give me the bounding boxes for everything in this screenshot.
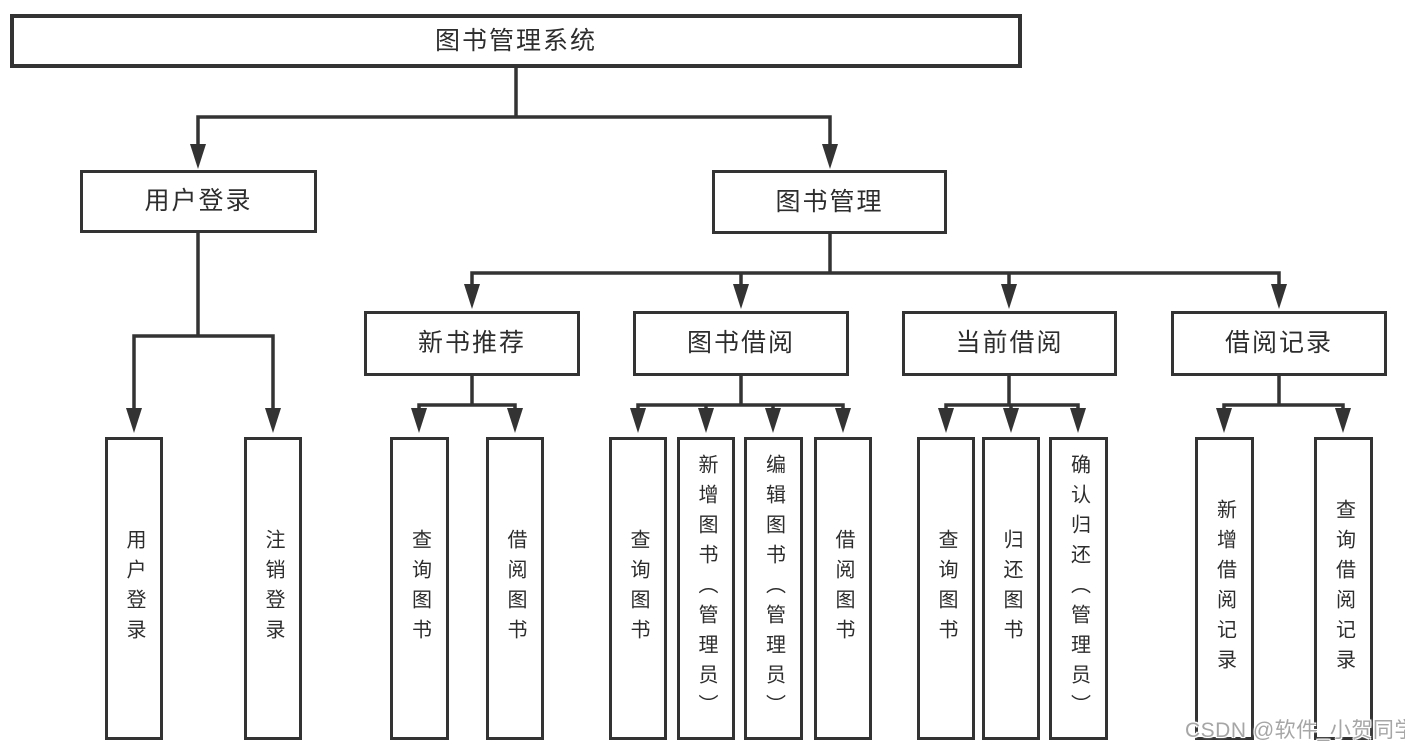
leaf-edit-book-admin-label: 编辑图书（管理员） xyxy=(762,453,785,724)
node-new-book-recommend: 新书推荐 xyxy=(364,311,580,376)
node-root-label: 图书管理系统 xyxy=(434,26,597,55)
leaf-add-borrow-record-label: 新增借阅记录 xyxy=(1213,498,1236,679)
leaf-query-books-2: 查询图书 xyxy=(609,437,667,740)
connector-user-login-children xyxy=(132,232,275,412)
node-book-borrow: 图书借阅 xyxy=(633,311,849,376)
node-borrow-records-label: 借阅记录 xyxy=(1224,329,1333,357)
connector-root-to-level2 xyxy=(196,66,832,148)
leaf-logout-login-label: 注销登录 xyxy=(262,528,284,649)
leaf-return-book: 归还图书 xyxy=(982,437,1040,740)
leaf-query-books-3-label: 查询图书 xyxy=(935,528,957,649)
leaf-confirm-return-admin-label: 确认归还（管理员） xyxy=(1067,453,1090,724)
node-current-borrow-label: 当前借阅 xyxy=(955,329,1064,357)
leaf-logout-login: 注销登录 xyxy=(244,437,302,740)
node-book-management: 图书管理 xyxy=(712,170,947,234)
leaf-query-books-2-label: 查询图书 xyxy=(627,528,649,649)
leaf-query-books-1: 查询图书 xyxy=(390,437,449,740)
leaf-add-borrow-record: 新增借阅记录 xyxy=(1195,437,1254,740)
node-current-borrow: 当前借阅 xyxy=(902,311,1117,376)
node-user-login: 用户登录 xyxy=(80,170,317,233)
leaf-borrow-books-2-label: 借阅图书 xyxy=(832,528,854,649)
connector-book-mgmt-children xyxy=(470,232,1281,288)
arrowheads xyxy=(126,144,1351,433)
leaf-edit-book-admin: 编辑图书（管理员） xyxy=(744,437,803,740)
leaf-add-book-admin-label: 新增图书（管理员） xyxy=(695,453,717,724)
leaf-confirm-return-admin: 确认归还（管理员） xyxy=(1049,437,1108,740)
leaf-borrow-books-1-label: 借阅图书 xyxy=(504,528,526,649)
leaf-add-book-admin: 新增图书（管理员） xyxy=(677,437,735,740)
leaf-query-borrow-record-label: 查询借阅记录 xyxy=(1332,498,1355,679)
node-borrow-records: 借阅记录 xyxy=(1171,311,1387,376)
leaf-user-login-label: 用户登录 xyxy=(123,528,145,649)
node-user-login-label: 用户登录 xyxy=(144,187,253,215)
node-root: 图书管理系统 xyxy=(10,14,1022,68)
leaf-borrow-books-2: 借阅图书 xyxy=(814,437,872,740)
connector-borrow-records-children xyxy=(1222,374,1345,412)
csdn-watermark: CSDN @软件_小贺同学 xyxy=(1185,719,1405,742)
leaf-query-books-1-label: 查询图书 xyxy=(408,528,431,649)
connector-current-borrow-children xyxy=(944,374,1080,412)
leaf-user-login: 用户登录 xyxy=(105,437,163,740)
connector-new-book-children xyxy=(417,374,517,412)
leaf-borrow-books-1: 借阅图书 xyxy=(486,437,544,740)
leaf-query-borrow-record: 查询借阅记录 xyxy=(1314,437,1373,740)
node-book-management-label: 图书管理 xyxy=(775,187,884,216)
node-new-book-recommend-label: 新书推荐 xyxy=(417,329,526,357)
node-book-borrow-label: 图书借阅 xyxy=(686,329,795,357)
leaf-return-book-label: 归还图书 xyxy=(1000,528,1022,649)
leaf-query-books-3: 查询图书 xyxy=(917,437,975,740)
connector-book-borrow-children xyxy=(636,374,845,412)
